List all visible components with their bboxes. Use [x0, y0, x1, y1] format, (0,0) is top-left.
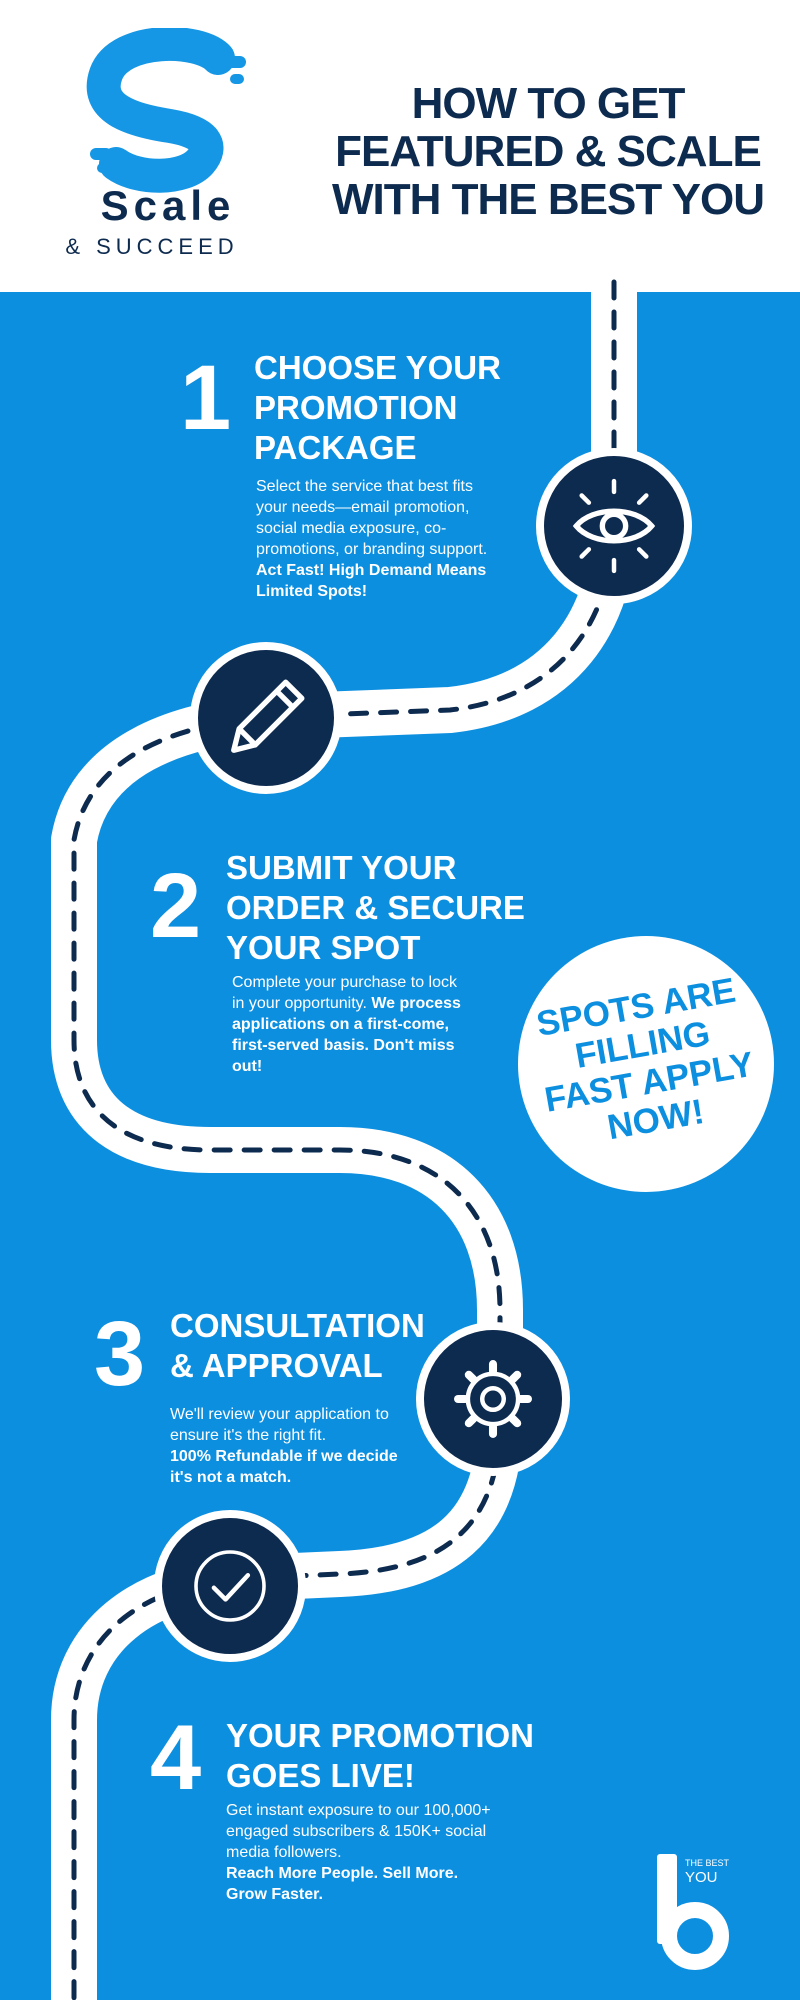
step-2-title-line: YOUR SPOT [226, 929, 421, 966]
step-4-icon-circle [154, 1510, 306, 1662]
gear-icon [454, 1360, 532, 1438]
step-4-text-bold: Reach More People. Sell More. Grow Faste… [226, 1865, 459, 1903]
step-1-text: Select the service that best fits your n… [256, 478, 488, 558]
brand-small-line-1: THE BEST [685, 1858, 730, 1868]
step-3-text-bold: 100% Refundable if we decide it's not a … [170, 1448, 398, 1486]
step-1-title-line: PROMOTION [254, 389, 458, 426]
checkmark-icon [194, 1550, 266, 1622]
spots-filling-badge: SPOTS ARE FILLING FAST APPLY NOW! [518, 936, 774, 1192]
title-line-1: HOW TO GET [411, 79, 686, 128]
badge-text: SPOTS ARE FILLING FAST APPLY NOW! [507, 967, 786, 1161]
step-4-title-line: GOES LIVE! [226, 1757, 415, 1794]
step-1-title: CHOOSE YOUR PROMOTION PACKAGE [254, 348, 501, 468]
step-4-description: Get instant exposure to our 100,000+ eng… [226, 1800, 496, 1905]
step-4-number: 4 [150, 1707, 202, 1809]
the-best-you-logo-icon: THE BEST YOU [657, 1854, 730, 1970]
step-3-title-line: & APPROVAL [170, 1347, 383, 1384]
step-4-title-line: YOUR PROMOTION [226, 1717, 535, 1754]
step-3-icon-circle [416, 1322, 570, 1476]
step-2-text: Complete your purchase to lock in your o… [232, 974, 457, 1012]
step-2-description: Complete your purchase to lock in your o… [232, 972, 464, 1077]
title-line-3: WITH THE BEST YOU [332, 175, 765, 224]
step-1-title-line: PACKAGE [254, 429, 417, 466]
step-2-title-line: SUBMIT YOUR [226, 849, 457, 886]
brand-small-line-2: YOU [685, 1869, 718, 1886]
logo-wordmark: Scale [100, 182, 236, 229]
step-2-icon-circle [190, 642, 342, 794]
pencil-icon [231, 679, 305, 753]
step-1-title-line: CHOOSE YOUR [254, 349, 501, 386]
s-logo-icon [86, 28, 246, 193]
step-4-title: YOUR PROMOTION GOES LIVE! [226, 1716, 534, 1796]
header: Scale & SUCCEED HOW TO GET FEATURED & SC… [0, 0, 800, 292]
page-title: HOW TO GET FEATURED & SCALE WITH THE BES… [318, 80, 778, 224]
step-2-title: SUBMIT YOUR ORDER & SECURE YOUR SPOT [226, 848, 525, 968]
step-3-number: 3 [94, 1303, 146, 1405]
step-3-description: We'll review your application to ensure … [170, 1404, 400, 1488]
step-3-text: We'll review your application to ensure … [170, 1406, 389, 1444]
step-3-title-line: CONSULTATION [170, 1307, 425, 1344]
step-2-number: 2 [150, 855, 202, 957]
step-1-icon-circle [536, 448, 692, 604]
title-line-2: FEATURED & SCALE [335, 127, 762, 176]
step-4-text: Get instant exposure to our 100,000+ eng… [226, 1802, 491, 1861]
step-1-text-bold: Act Fast! High Demand Means Limited Spot… [256, 562, 487, 600]
logo-subtitle: & SUCCEED [65, 234, 239, 259]
step-1-description: Select the service that best fits your n… [256, 476, 506, 602]
eye-icon [572, 478, 656, 574]
step-2-text-bold: We process applications on a first-come,… [232, 995, 461, 1075]
step-1-number: 1 [180, 347, 232, 449]
step-3-title: CONSULTATION & APPROVAL [170, 1306, 425, 1386]
step-2-title-line: ORDER & SECURE [226, 889, 525, 926]
